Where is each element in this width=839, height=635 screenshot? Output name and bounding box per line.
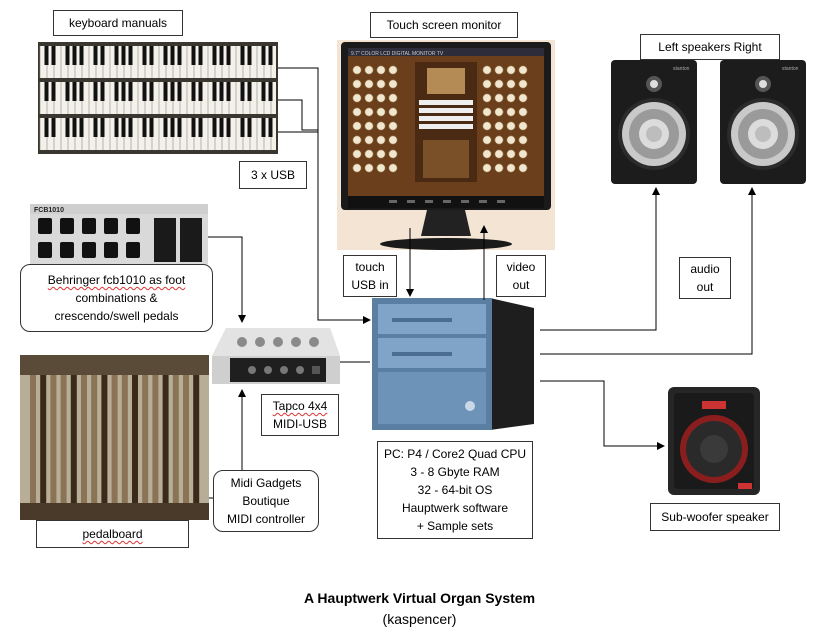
pc-specs-label: PC: P4 / Core2 Quad CPU 3 - 8 Gbyte RAM … [377,441,533,539]
subwoofer-label: Sub-woofer speaker [650,503,780,531]
subwoofer-image [668,387,760,495]
left-speaker-brand: stanton [673,66,690,72]
pc-line-1: PC: P4 / Core2 Quad CPU [383,447,527,461]
behringer-line-2: combinations & [75,291,158,305]
behringer-fcb1010-image: FCB1010 [30,204,208,266]
usb3-label: 3 x USB [239,161,307,189]
tapco-interface-image [212,328,340,384]
audio-left-wire [540,187,660,331]
keyboard-manuals-label: keyboard manuals [53,10,183,36]
pedalboard-image [20,355,209,520]
audio-right-wire [540,187,756,355]
keyboard-manuals-image [38,42,278,154]
behringer-label: Behringer fcb1010 as foot combinations &… [20,264,213,332]
pc-line-3: 32 - 64-bit OS [417,483,493,497]
touch-screen-monitor-label: Touch screen monitor [370,12,518,38]
subwoofer-wire [540,380,665,450]
pc-tower-image [372,298,534,430]
behringer-line-3: crescendo/swell pedals [54,309,179,323]
usb-wire-1 [278,67,371,324]
monitor-screen-title: 9.7" COLOR LCD DIGITAL MONITOR TV [351,51,444,57]
pc-line-4: Hauptwerk software [401,501,509,515]
monitor-drawing: 9.7" COLOR LCD DIGITAL MONITOR TV [341,42,551,250]
pedalboard-label: pedalboard [36,520,189,548]
behringer-line-1: Behringer fcb1010 as foot [47,273,186,287]
usb-wire-2 [278,99,318,131]
diagram-title: A Hauptwerk Virtual Organ System [303,590,536,606]
speakers-label: Left speakers Right [640,34,780,60]
pc-line-2: 3 - 8 Gbyte RAM [410,465,500,479]
fcb-model-text: FCB1010 [34,207,64,214]
fcb-to-tapco-wire [208,236,246,323]
pc-line-5: + Sample sets [416,519,494,533]
diagram-author: (kaspencer) [382,611,457,627]
right-speaker-brand: stanton [782,66,799,72]
left-speaker-image: stanton [611,60,697,184]
right-speaker-image: stanton [720,60,806,184]
